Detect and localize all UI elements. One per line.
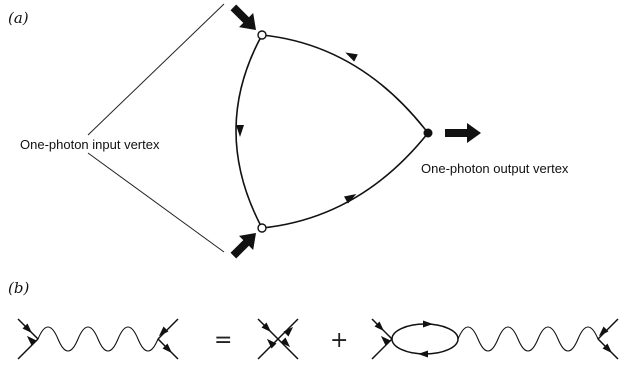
- equals-sign: =: [214, 328, 232, 353]
- propagator-arrow-icon: [26, 335, 37, 346]
- plus-sign: +: [330, 328, 348, 353]
- contact-vertex-term: [257, 318, 299, 360]
- thick-arrow-icon: [445, 123, 481, 143]
- panel-a-label: (a): [8, 9, 29, 27]
- input-vertex-label: One-photon input vertex: [20, 137, 160, 152]
- propagator-arrow-icon: [418, 350, 428, 358]
- panel-b-label: (b): [8, 279, 29, 297]
- open-circle-vertex: [257, 30, 267, 40]
- pointer-line-bottom: [87, 152, 225, 253]
- bubble-chain-term: [371, 318, 619, 360]
- propagator-arrow-icon: [162, 343, 173, 354]
- propagator-arrow-icon: [280, 337, 291, 348]
- loop-edge-top: [261, 34, 429, 134]
- loop-edge-bottom: [261, 132, 429, 229]
- thick-arrow-icon: [230, 4, 256, 30]
- loop-edge-left: [235, 34, 263, 229]
- propagator-arrow-icon: [374, 321, 385, 332]
- propagator-arrow-icon: [283, 326, 294, 337]
- propagator-arrow-icon: [344, 194, 357, 204]
- lhs-term: [17, 318, 179, 360]
- propagator-arrow-icon: [380, 335, 391, 346]
- propagator-arrow-icon: [22, 323, 33, 334]
- propagator-arrow-icon: [345, 52, 358, 62]
- propagator-arrow-icon: [261, 322, 272, 333]
- propagator-arrow-icon: [423, 320, 433, 328]
- propagator-arrow-icon: [236, 125, 244, 137]
- propagator-arrow-icon: [266, 338, 277, 349]
- wavy-photon-line: [37, 326, 159, 352]
- fermion-bubble: [391, 323, 459, 355]
- wavy-photon-line: [457, 326, 599, 352]
- thick-arrow-icon: [230, 233, 256, 259]
- output-vertex-label: One-photon output vertex: [421, 161, 569, 176]
- pointer-line-top: [87, 3, 225, 136]
- propagator-arrow-icon: [602, 343, 613, 354]
- filled-circle-vertex: [423, 128, 433, 138]
- propagator-arrow-icon: [598, 326, 609, 337]
- open-circle-vertex: [257, 223, 267, 233]
- propagator-arrow-icon: [158, 326, 169, 337]
